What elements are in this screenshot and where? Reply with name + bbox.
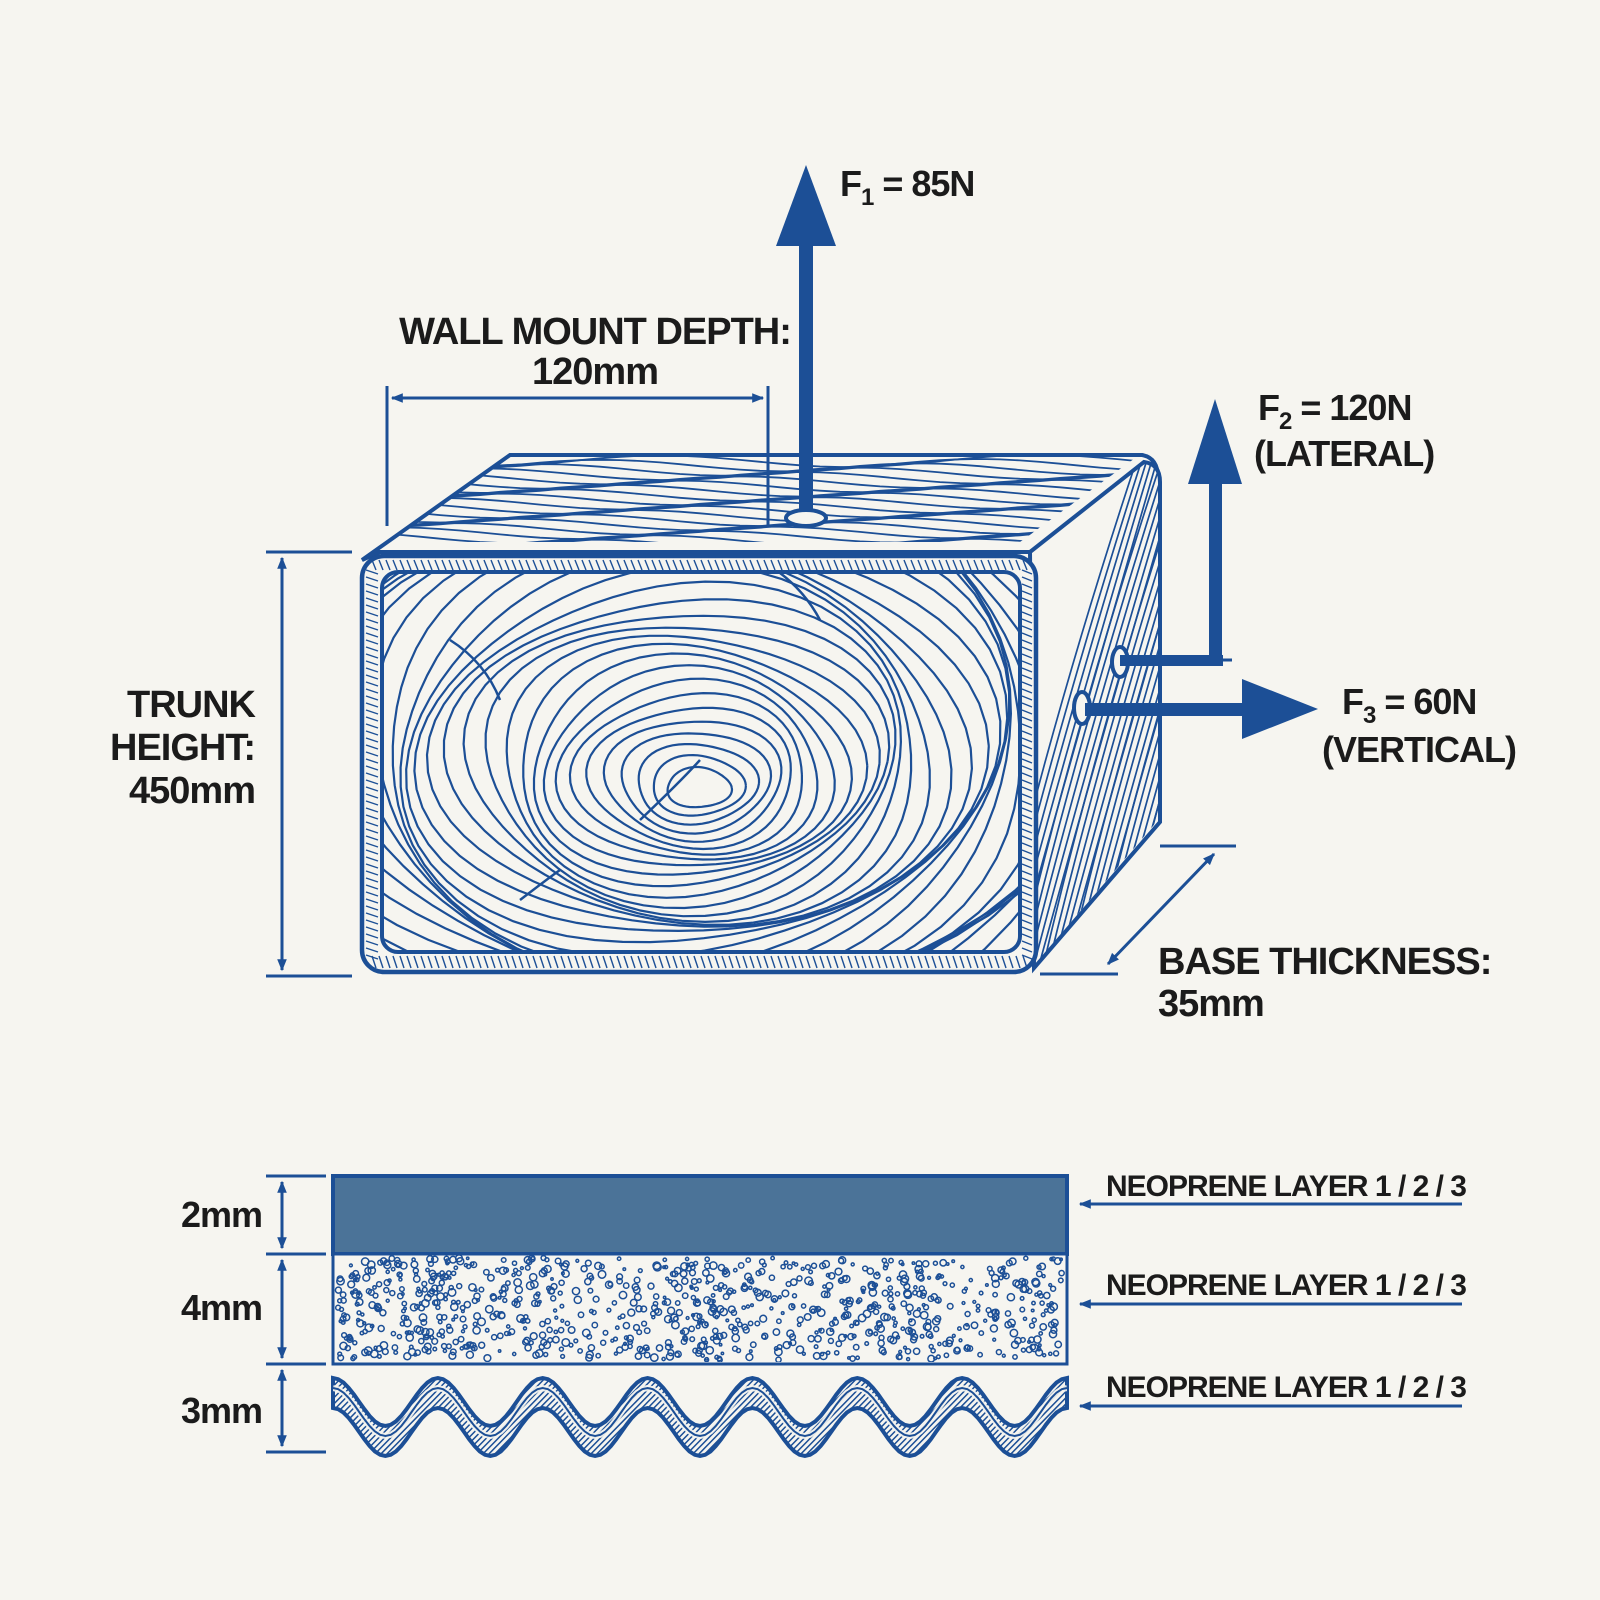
- front-face-growth-rings: [382, 572, 1020, 952]
- base-label-line1: BASE THICKNESS:: [1158, 941, 1491, 983]
- front-frame-texture: [365, 559, 1033, 969]
- layer-1-solid: [331, 1174, 1069, 1256]
- trunk-label-line3: 450mm: [129, 770, 255, 812]
- layer-3-name: NEOPRENE LAYER 1 / 2 / 3: [1106, 1371, 1466, 1404]
- layer-2-name: NEOPRENE LAYER 1 / 2 / 3: [1106, 1269, 1466, 1302]
- f3-note: (VERTICAL): [1322, 729, 1516, 770]
- wall-mount-label-line1: WALL MOUNT DEPTH:: [399, 311, 791, 353]
- trunk-label-line2: HEIGHT:: [110, 727, 255, 769]
- wall-mount-depth-dimension: [385, 386, 770, 526]
- f1-label: F1 = 85N: [840, 163, 974, 211]
- trunk-label-line1: TRUNK: [127, 684, 257, 726]
- force-arrow-f1: [776, 165, 836, 512]
- force-arrow-f2: [1120, 399, 1242, 666]
- f2-label: F2 = 120N: [1258, 387, 1411, 435]
- layer-2-thickness: 4mm: [181, 1287, 262, 1328]
- f2-note: (LATERAL): [1254, 433, 1434, 474]
- layer-3-corrugated: [331, 1375, 1069, 1459]
- base-label-line2: 35mm: [1158, 983, 1264, 1025]
- foam-texture: [334, 1254, 1065, 1362]
- trunk-height-dimension: [266, 550, 352, 978]
- f3-label: F3 = 60N: [1342, 681, 1476, 729]
- force-arrow-f3: [1085, 679, 1318, 739]
- top-mount-hole: [784, 508, 828, 528]
- wood-trunk-block: [359, 453, 1162, 975]
- layer-leader-lines: [1078, 1199, 1462, 1411]
- layer-1-name: NEOPRENE LAYER 1 / 2 / 3: [1106, 1170, 1466, 1203]
- layer-1-thickness: 2mm: [181, 1194, 262, 1235]
- layer-thickness-dimensions: [266, 1174, 326, 1454]
- wall-mount-label-line2: 120mm: [532, 351, 658, 393]
- layer-3-thickness: 3mm: [181, 1390, 262, 1431]
- neoprene-layer-section: 2mm 4mm 3mm NEOPRENE LAYER 1 / 2 / 3 NEO…: [181, 1170, 1467, 1459]
- base-thickness-dimension: [1040, 844, 1236, 976]
